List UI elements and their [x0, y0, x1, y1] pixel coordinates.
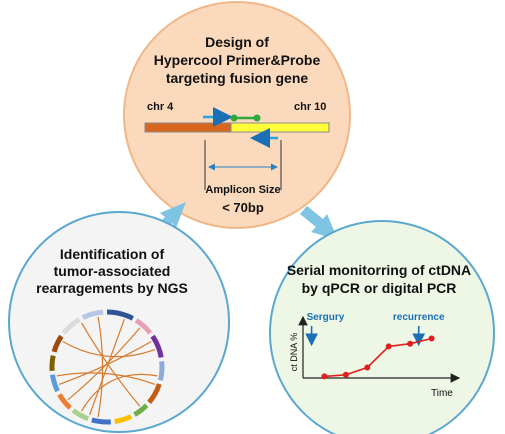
data-point: [385, 343, 392, 350]
ngs-panel: Identification of tumor-associated rearr…: [8, 211, 230, 433]
ngs-title-line2: tumor-associated: [54, 263, 171, 279]
circos-segment: [147, 383, 162, 405]
circos-chord: [80, 373, 158, 412]
ngs-title-line3: rearragements by NGS: [36, 280, 188, 296]
circos-chord: [80, 322, 141, 407]
circos-segment: [51, 334, 64, 353]
circos-chord: [89, 318, 125, 416]
data-point: [321, 373, 328, 380]
circos-segment: [50, 374, 60, 393]
ngs-title-line1: Identification of: [60, 246, 165, 262]
design-panel: Design of Hypercool Primer&Probe targeti…: [123, 1, 351, 229]
circos-segment: [49, 355, 56, 371]
monitor-circle: [269, 220, 495, 434]
design-title-line3: targeting fusion gene: [166, 70, 309, 86]
circos-chord: [62, 340, 156, 358]
circos-chord: [97, 316, 104, 418]
circos-chord: [56, 372, 156, 385]
chr4-label: chr 4: [147, 101, 174, 113]
circos-plot: [49, 309, 165, 425]
data-point: [407, 340, 414, 347]
circos-segment: [114, 414, 133, 424]
flow-arrow-down: [300, 206, 338, 240]
probe-icon: [230, 114, 261, 122]
circos-segment: [134, 318, 153, 335]
circos-segment: [150, 334, 164, 358]
monitor-title-line1: Serial monitorring of ctDNA: [287, 262, 471, 278]
circos-segment: [106, 309, 134, 321]
amplicon-label: Amplicon Size: [205, 184, 280, 196]
annotation-label: Sergury: [307, 312, 345, 323]
design-title-line2: Hypercool Primer&Probe: [154, 52, 321, 68]
amplicon-value: < 70bp: [222, 200, 264, 215]
design-title-line1: Design of: [205, 34, 269, 50]
data-point: [364, 364, 371, 371]
design-circle: [123, 1, 351, 229]
monitor-panel: Serial monitorring of ctDNA by qPCR or d…: [269, 220, 495, 434]
monitor-title-line2: by qPCR or digital PCR: [302, 280, 457, 296]
data-point: [428, 335, 435, 342]
circos-segment: [71, 408, 90, 422]
circos-segment: [157, 361, 165, 381]
chr10-segment: [230, 122, 330, 133]
ctdna-chart: ct DNA % Time Sergury recurrence: [289, 312, 461, 399]
chr10-label: chr 10: [294, 101, 326, 113]
circos-chord: [58, 340, 152, 385]
circos-segment: [57, 393, 72, 410]
y-axis-label: ct DNA %: [289, 333, 299, 372]
ngs-circle: [8, 211, 230, 433]
circos-segment: [133, 403, 149, 417]
data-point: [342, 371, 349, 378]
circos-segment: [81, 309, 104, 320]
circos-segment: [91, 417, 111, 425]
annotation-label: recurrence: [393, 312, 445, 323]
chr4-segment: [144, 122, 232, 133]
x-axis-label: Time: [431, 388, 453, 399]
circos-segment: [61, 317, 81, 335]
series-line: [324, 337, 432, 378]
